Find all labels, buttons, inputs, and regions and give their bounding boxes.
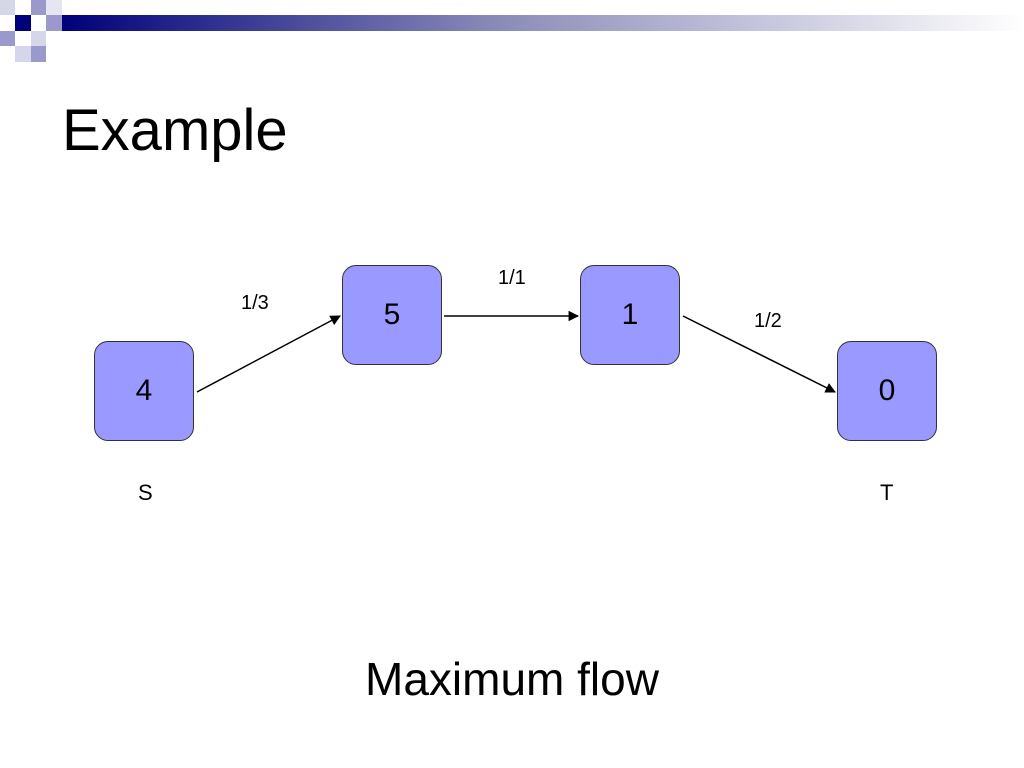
sink-caption: T — [880, 480, 894, 505]
header-decoration — [0, 0, 1024, 62]
node-sink-label: 0 — [878, 374, 896, 407]
node-5-label: 5 — [383, 298, 401, 331]
edge-source-to-n5 — [196, 315, 341, 393]
node-source-label: 4 — [135, 374, 153, 407]
source-caption: S — [138, 480, 153, 505]
node-source: 4 — [94, 341, 194, 441]
slide-subtitle: Maximum flow — [365, 653, 659, 705]
slide-title: Example — [62, 98, 288, 163]
edge-label-n5-n1: 1/1 — [498, 267, 526, 289]
edge-label-n1-sink: 1/2 — [754, 310, 782, 332]
edge-n1-to-sink — [682, 315, 836, 393]
node-1-label: 1 — [621, 298, 639, 331]
node-5: 5 — [342, 265, 442, 365]
edge-label-source-n5: 1/3 — [241, 292, 269, 314]
node-1: 1 — [580, 265, 680, 365]
node-sink: 0 — [837, 341, 937, 441]
